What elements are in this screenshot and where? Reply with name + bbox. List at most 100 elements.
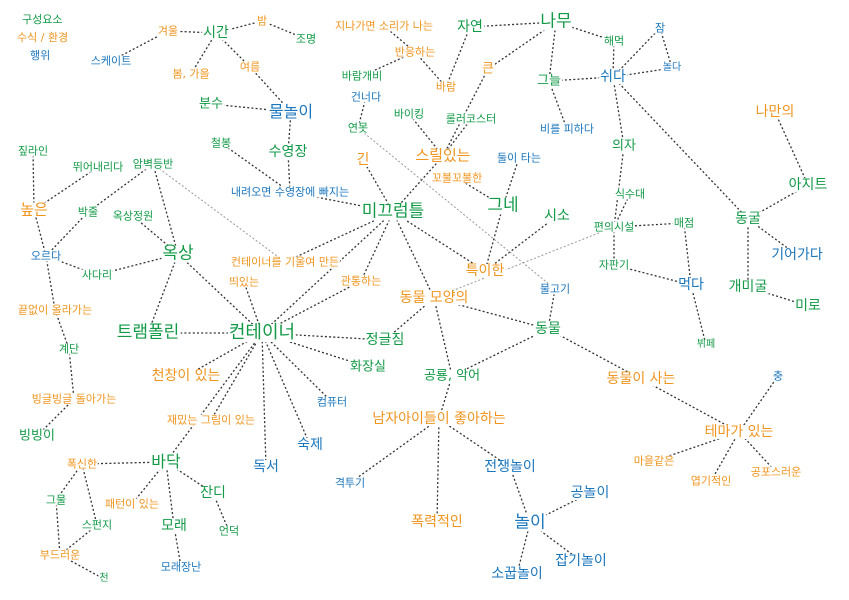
node-seuril: 스릴있는 bbox=[414, 146, 472, 165]
node-dul: 둘이 타는 bbox=[496, 151, 542, 165]
node-cheolbong: 철봉 bbox=[209, 136, 233, 150]
node-apbyeok: 암벽등반 bbox=[131, 157, 175, 171]
edge-geumul-budeureo bbox=[55, 499, 61, 556]
node-bam: 밤 bbox=[255, 14, 269, 28]
node-geumul: 그물 bbox=[44, 493, 68, 507]
node-swida: 쉬다 bbox=[599, 69, 627, 85]
edge-mikkeurum-gin bbox=[362, 159, 394, 213]
edge-dongmul_moyang-dongmul bbox=[433, 297, 549, 330]
node-naeryeo: 내려오면 수영장에 빠지는 bbox=[229, 185, 351, 199]
edge-cheolbong-naeryeo bbox=[220, 142, 291, 193]
node-jandi: 잔디 bbox=[199, 485, 227, 501]
edge-yeonmot-mulgogi bbox=[357, 127, 556, 290]
node-naman: 나만의 bbox=[754, 104, 796, 120]
node-maeul: 마을같은 bbox=[632, 454, 676, 468]
node-morae: 모래 bbox=[160, 518, 188, 534]
edge-mikkeurum-dongmul_moyang bbox=[392, 211, 435, 299]
node-gyeoul: 겨울 bbox=[156, 24, 180, 38]
node-chung: 충 bbox=[771, 369, 785, 383]
node-okjeongwon: 옥상정원 bbox=[111, 209, 155, 223]
node-teugi: 특이한 bbox=[464, 263, 506, 279]
edge-tema-chung bbox=[738, 375, 779, 433]
edge-jang-nolda bbox=[659, 27, 673, 69]
edge-poksin-geumul bbox=[55, 463, 83, 501]
edge-naman-ajiteu bbox=[774, 111, 809, 186]
node-yeopgi: 엽기적인 bbox=[689, 474, 733, 488]
edge-namja-pongnyeok bbox=[436, 418, 440, 523]
edge-namja-jeonjaeng bbox=[438, 418, 511, 468]
node-ajiteu: 아지트 bbox=[787, 177, 829, 193]
node-tema: 테마가 있는 bbox=[703, 424, 775, 440]
node-geonneoda: 건너다 bbox=[349, 90, 383, 104]
node-mulgogi: 물고기 bbox=[538, 282, 572, 296]
node-maejeom: 매점 bbox=[672, 216, 696, 230]
edge-bakjul-orda bbox=[45, 211, 89, 257]
node-jayeon: 자연 bbox=[456, 19, 484, 35]
edge-mikkeurum-giullyeo bbox=[284, 211, 394, 263]
node-sadari: 사다리 bbox=[80, 268, 114, 282]
node-moraejangnan: 모래장난 bbox=[159, 560, 203, 574]
edge-gyedan-binggeul bbox=[68, 348, 75, 400]
node-dokseo: 독서 bbox=[252, 459, 280, 475]
edge-container-computer bbox=[261, 332, 333, 403]
node-rollercoaster: 롤러코스터 bbox=[444, 112, 498, 126]
node-hwajang: 화장실 bbox=[349, 359, 387, 375]
edge-swida-jang bbox=[612, 27, 661, 78]
edge-seuril-keun bbox=[442, 68, 489, 157]
node-keun: 큰 bbox=[481, 61, 495, 77]
edge-gongryong-namja bbox=[438, 375, 453, 420]
node-jomyeong: 조명 bbox=[294, 32, 318, 46]
edge-dongmul-dongmul_saneun bbox=[547, 328, 642, 380]
node-nopeun: 높은 bbox=[19, 200, 49, 219]
node-uija: 의자 bbox=[611, 138, 637, 154]
node-sukje: 숙제 bbox=[296, 437, 324, 453]
legend-components: 구성요소 bbox=[22, 13, 63, 26]
edge-jeonjaeng-nori bbox=[509, 466, 531, 524]
node-jinagal: 지나가면 소리가 나는 bbox=[333, 19, 435, 33]
node-gyedan: 계단 bbox=[57, 342, 81, 356]
edge-container-jeonggeul bbox=[261, 332, 386, 341]
node-viking: 바이킹 bbox=[392, 107, 426, 121]
node-nolda: 놀다 bbox=[661, 62, 683, 73]
node-mulnori: 물놀이 bbox=[267, 102, 315, 121]
edge-container-mikkeurum bbox=[261, 211, 394, 334]
node-gin: 긴 bbox=[355, 152, 371, 168]
edge-sigan-bam bbox=[215, 20, 263, 34]
node-giullyeo: 컨테이너를 기울여 만든 bbox=[229, 255, 341, 269]
edge-uija-pyeonui bbox=[613, 145, 625, 228]
node-kkeut: 끝없이 올라가는 bbox=[16, 303, 94, 317]
edge-mikkeurum-teugi bbox=[392, 211, 486, 272]
node-budeureo: 부드러운 bbox=[38, 548, 82, 562]
node-ttuin: 띄있는 bbox=[227, 275, 261, 289]
node-japrain: 짚라인 bbox=[16, 144, 50, 158]
edge-nori-sokkup bbox=[516, 522, 531, 575]
node-baramgaebi: 바람개비 bbox=[340, 69, 384, 83]
node-bunsu: 분수 bbox=[198, 96, 224, 112]
edge-dongmul_moyang-gongryong bbox=[433, 297, 453, 377]
node-namja: 남자아이들이 좋아하는 bbox=[371, 411, 507, 427]
edge-mikkeurum-gwaltong bbox=[360, 211, 394, 282]
edge-baram-jayeon bbox=[445, 26, 471, 88]
edge-dongmul_saneun-tema bbox=[640, 378, 740, 433]
node-mikkeurum: 미끄럼틀 bbox=[360, 201, 426, 222]
node-yeoreum: 여름 bbox=[238, 60, 262, 74]
node-bingbing: 빙빙이 bbox=[18, 428, 56, 444]
node-siksudae: 식수대 bbox=[613, 187, 647, 201]
edge-kkeut-gyedan bbox=[54, 309, 70, 350]
node-haemeok: 해먹 bbox=[602, 34, 626, 48]
edge-container-sukje bbox=[261, 332, 311, 446]
edge-poksin-sponge bbox=[81, 463, 98, 526]
node-oksang: 옥상 bbox=[161, 243, 195, 264]
node-jeonjaeng: 전쟁놀이 bbox=[483, 459, 537, 475]
node-eondeok: 언덕 bbox=[217, 524, 241, 538]
edge-tema-yeopgi bbox=[710, 431, 740, 482]
node-namu: 나무 bbox=[539, 11, 573, 32]
node-sisso: 시소 bbox=[543, 208, 571, 224]
node-gongpo: 공포스러운 bbox=[749, 465, 803, 479]
node-ttwieo: 뛰어내리다 bbox=[71, 160, 125, 174]
node-dongmul: 동물 bbox=[534, 321, 562, 337]
node-meokda: 먹다 bbox=[677, 277, 705, 293]
edge-meokda-buffet bbox=[690, 284, 707, 346]
node-gieo: 기어가다 bbox=[770, 247, 824, 263]
